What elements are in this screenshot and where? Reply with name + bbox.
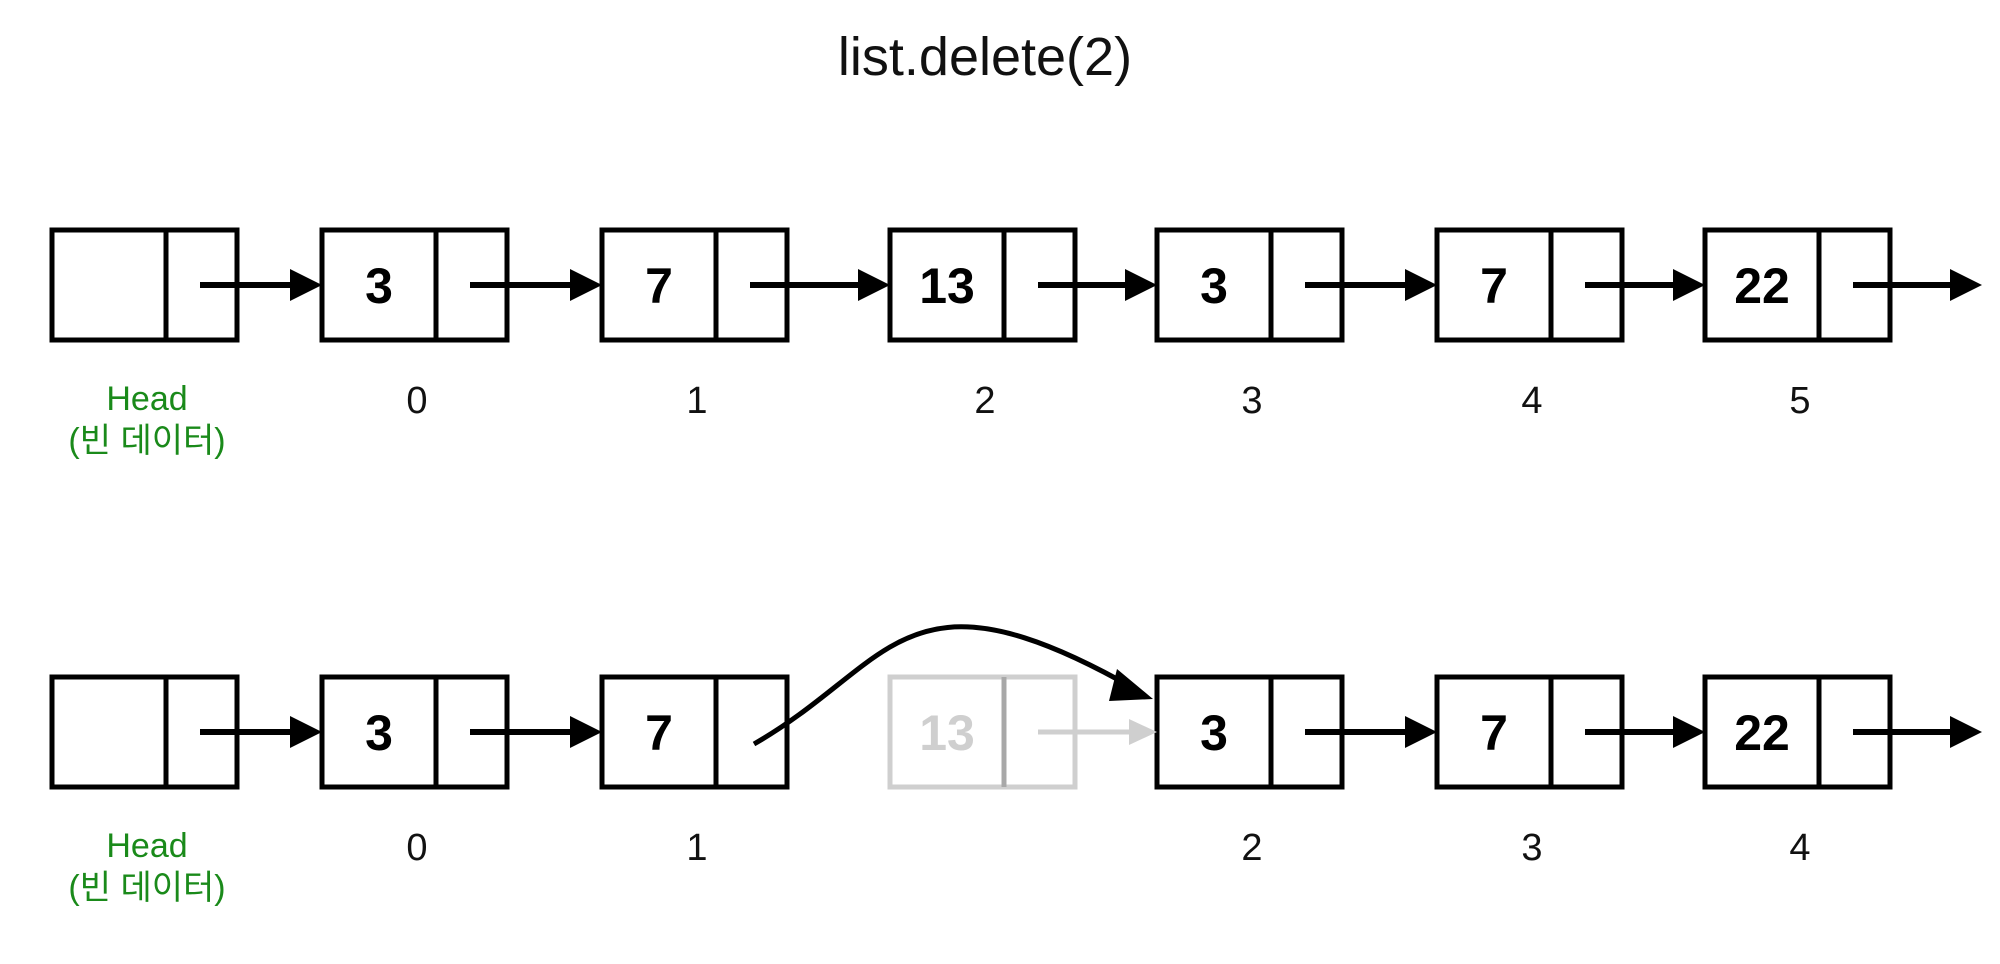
node-value: 3 <box>365 705 393 761</box>
deleted-arrowhead <box>1129 719 1157 745</box>
arrowhead <box>1405 716 1437 748</box>
head-sublabel: (빈 데이터) <box>68 422 225 460</box>
arrowhead <box>1950 269 1982 301</box>
arrowhead <box>570 269 602 301</box>
head-node: Head (빈 데이터) <box>49 227 240 460</box>
arrowhead <box>1405 269 1437 301</box>
node-value: 3 <box>365 258 393 314</box>
node-value: 7 <box>1480 258 1508 314</box>
list-node: 71 <box>599 674 790 869</box>
node-value: 13 <box>919 258 975 314</box>
bypass-arrowhead <box>1109 669 1153 701</box>
head-label: Head <box>106 827 187 865</box>
node-box <box>599 674 790 790</box>
node-value: 22 <box>1734 705 1790 761</box>
node-value: 7 <box>645 258 673 314</box>
node-index-label: 2 <box>974 380 995 422</box>
node-index-label: 3 <box>1521 827 1542 869</box>
list-node: 22 4 <box>1702 674 1893 869</box>
list-node: 33 <box>1154 227 1345 422</box>
node-index-label: 5 <box>1789 380 1810 422</box>
diagram-title: list.delete(2) <box>838 27 1132 87</box>
list-node: 74 <box>1434 227 1625 422</box>
arrowhead <box>290 716 322 748</box>
list-node: 32 <box>1154 674 1345 869</box>
head-sublabel: (빈 데이터) <box>68 869 225 907</box>
node-value: 22 <box>1734 258 1790 314</box>
arrowhead <box>858 269 890 301</box>
node-value: 3 <box>1200 258 1228 314</box>
node-index-label: 0 <box>406 380 427 422</box>
node-value: 3 <box>1200 705 1228 761</box>
list-node: 71 <box>599 227 790 422</box>
list-node: 13 2 <box>887 227 1078 422</box>
head-node: Head (빈 데이터) <box>49 674 240 907</box>
node-index-label: 3 <box>1241 380 1262 422</box>
node-index-label: 4 <box>1789 827 1810 869</box>
bypass-pointer-curve <box>752 624 1137 747</box>
node-index-label: 4 <box>1521 380 1542 422</box>
node-index-label: 2 <box>1241 827 1262 869</box>
arrowhead <box>1125 269 1157 301</box>
list-node: 30 <box>319 227 510 422</box>
node-index-label: 1 <box>686 827 707 869</box>
node-value: 7 <box>1480 705 1508 761</box>
list-node: 30 <box>319 674 510 869</box>
arrowhead <box>290 269 322 301</box>
arrowhead <box>1673 269 1705 301</box>
arrowhead <box>1673 716 1705 748</box>
node-index-label: 0 <box>406 827 427 869</box>
node-index-label: 1 <box>686 380 707 422</box>
node-value: 13 <box>919 705 975 761</box>
arrowhead <box>570 716 602 748</box>
list-node: 22 5 <box>1702 227 1893 422</box>
list-node: 73 <box>1434 674 1625 869</box>
arrowhead <box>1950 716 1982 748</box>
head-label: Head <box>106 380 187 418</box>
node-value: 7 <box>645 705 673 761</box>
